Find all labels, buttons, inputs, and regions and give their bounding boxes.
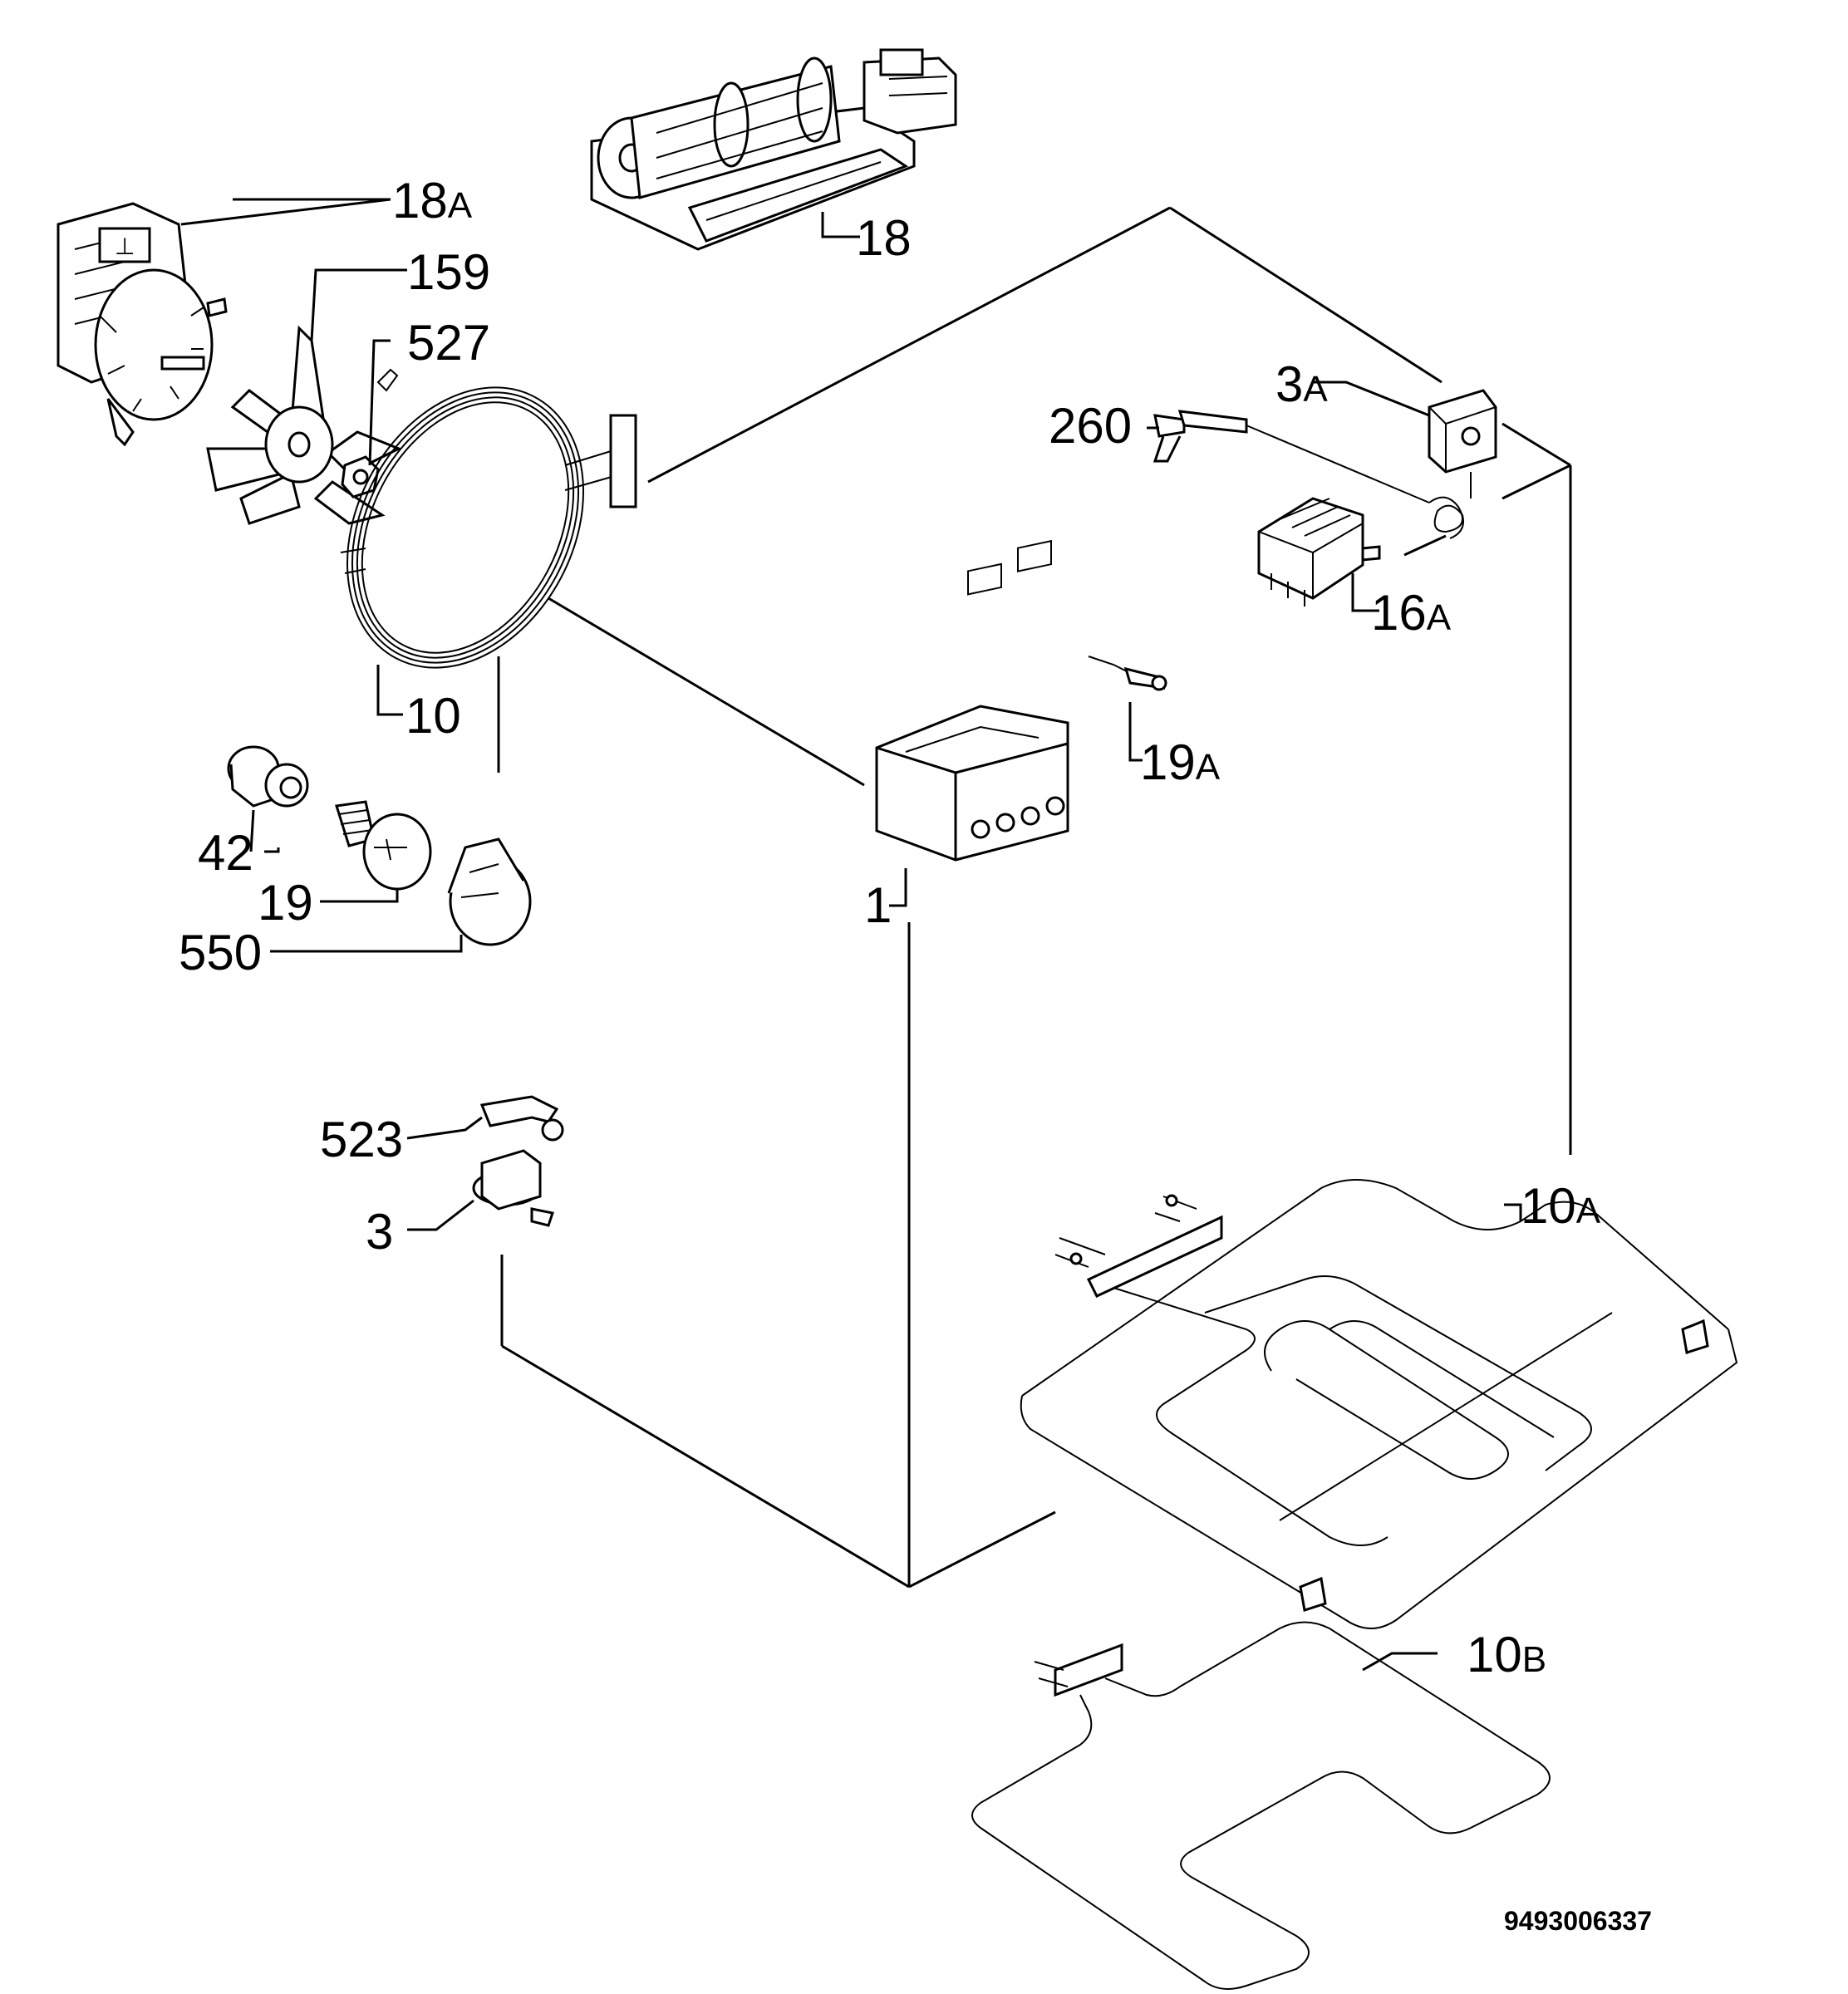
label-527: 527	[407, 315, 490, 371]
nut-527	[341, 368, 399, 498]
label-18: 18	[856, 210, 912, 266]
label-3A: 3A	[1275, 356, 1328, 412]
label-19A: 19A	[1140, 734, 1221, 790]
leader-lines	[180, 198, 1522, 1672]
sensor-19A	[1088, 656, 1167, 691]
lamp-holder-42	[227, 745, 309, 808]
lamp-cover-550	[447, 837, 532, 946]
label-1: 1	[864, 877, 892, 933]
oven-cabinet-outline	[497, 206, 1572, 1589]
grill-heating-element-10A	[1020, 1179, 1738, 1629]
electronic-timer-1	[875, 539, 1069, 862]
label-159: 159	[407, 244, 490, 300]
circular-heating-element-10	[340, 386, 637, 669]
fan-motor-18A: ⊥	[57, 202, 228, 447]
label-550: 550	[179, 925, 262, 980]
switch-16A	[1257, 497, 1381, 607]
part-labels: 18A 159 527 18 3A 260 16A 10 19A 42 19 5…	[179, 173, 1652, 1936]
label-10: 10	[405, 688, 461, 744]
bracket-523	[479, 1095, 564, 1142]
lamp-19	[335, 800, 432, 891]
tangential-fan-18	[590, 48, 957, 251]
label-19: 19	[258, 875, 313, 931]
thermostat-probe-260	[1153, 410, 1430, 503]
thermostat-3A	[1428, 389, 1497, 539]
label-16A: 16A	[1371, 585, 1452, 641]
bottom-heating-element-10B	[971, 1621, 1551, 1990]
label-42: 42	[198, 825, 253, 881]
label-18A: 18A	[392, 173, 473, 228]
svg-text:⊥: ⊥	[115, 233, 135, 259]
label-3: 3	[366, 1204, 393, 1260]
safety-thermostat-3	[472, 1149, 554, 1227]
document-number: 9493006337	[1504, 1906, 1652, 1936]
label-10A: 10A	[1521, 1178, 1601, 1234]
label-260: 260	[1049, 398, 1132, 454]
label-523: 523	[320, 1112, 403, 1167]
label-10B: 10B	[1467, 1627, 1546, 1682]
